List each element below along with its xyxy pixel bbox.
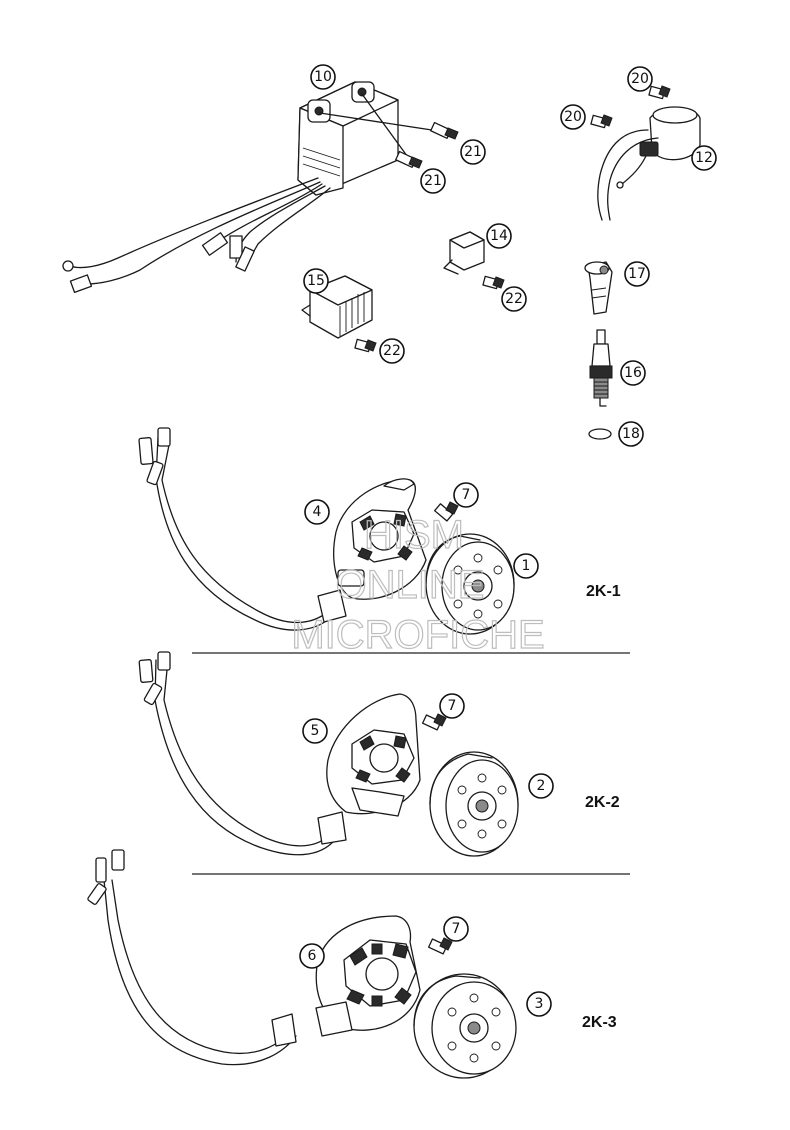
callout-12: 12 [691, 145, 717, 171]
callout-16: 16 [620, 360, 646, 386]
watermark-line-1: HISM [364, 513, 464, 557]
stator-5-drawing [138, 651, 421, 856]
svg-text:14: 14 [490, 228, 508, 244]
svg-text:22: 22 [383, 343, 401, 359]
screw-7-third-drawing [427, 937, 453, 955]
svg-text:7: 7 [452, 921, 461, 937]
svg-text:6: 6 [308, 948, 317, 964]
svg-text:20: 20 [564, 109, 582, 125]
screw-7-second-drawing [421, 713, 447, 731]
svg-text:7: 7 [462, 487, 471, 503]
screw-21-lower-drawing [361, 93, 423, 169]
spark-plug-cap-drawing [584, 261, 613, 315]
screw-20-lower-drawing [590, 114, 613, 129]
screw-7-first-drawing [434, 501, 459, 522]
variant-label-2k-2: 2K-2 [585, 794, 620, 811]
svg-text:21: 21 [464, 144, 482, 160]
svg-text:10: 10 [314, 69, 332, 85]
stator-4-drawing [138, 427, 427, 631]
callout-10: 10 [310, 64, 336, 90]
callout-5: 5 [302, 718, 328, 744]
variant-label-2k-3: 2K-3 [582, 1014, 617, 1031]
stator-6-drawing [87, 849, 421, 1066]
screw-22-lower-drawing [354, 338, 377, 353]
svg-text:3: 3 [535, 996, 544, 1012]
regulator-drawing [301, 275, 373, 339]
callout-1: 1 [513, 553, 539, 579]
svg-text:16: 16 [624, 365, 642, 381]
watermark-line-3: MICROFICHE [291, 613, 544, 657]
callout-22-lower: 22 [379, 338, 405, 364]
callout-7-third: 7 [443, 916, 469, 942]
spark-plug-drawing [589, 329, 613, 407]
washer-drawing [588, 428, 612, 440]
svg-text:12: 12 [695, 150, 713, 166]
callout-18: 18 [618, 421, 644, 447]
callout-3: 3 [526, 991, 552, 1017]
svg-text:18: 18 [622, 426, 640, 442]
flywheel-1-drawing [425, 533, 515, 635]
svg-text:5: 5 [311, 723, 320, 739]
callout-2: 2 [528, 773, 554, 799]
screw-22-upper-drawing [482, 275, 505, 290]
flywheel-2-drawing [429, 751, 519, 857]
callout-22-upper: 22 [501, 286, 527, 312]
watermark: HISM ONLINE MICROFICHE [291, 512, 546, 657]
callout-20-lower: 20 [560, 104, 586, 130]
callout-15: 15 [303, 268, 329, 294]
cdi-unit-drawing [62, 81, 399, 294]
svg-text:15: 15 [307, 273, 325, 289]
callout-6: 6 [299, 943, 325, 969]
svg-text:20: 20 [631, 71, 649, 87]
flywheel-3-drawing [413, 973, 517, 1079]
svg-text:22: 22 [505, 291, 523, 307]
callout-14: 14 [486, 223, 512, 249]
screw-21-upper-drawing [319, 112, 459, 140]
svg-text:17: 17 [628, 266, 646, 282]
variant-label-2k-1: 2K-1 [586, 583, 621, 600]
callout-20-upper: 20 [627, 66, 653, 92]
part-14-drawing [443, 231, 485, 275]
callout-21-upper: 21 [460, 139, 486, 165]
screw-20-upper-drawing [648, 85, 671, 100]
callout-4: 4 [304, 499, 330, 525]
svg-text:2: 2 [537, 778, 546, 794]
svg-text:21: 21 [424, 173, 442, 189]
callout-7-second: 7 [439, 693, 465, 719]
callout-21-lower: 21 [420, 168, 446, 194]
svg-text:4: 4 [313, 504, 322, 520]
svg-text:7: 7 [448, 698, 457, 714]
callout-17: 17 [624, 261, 650, 287]
watermark-line-2: ONLINE [336, 563, 485, 607]
callout-7-first: 7 [453, 482, 479, 508]
svg-text:1: 1 [522, 558, 531, 574]
ignition-coil-drawing [597, 106, 701, 221]
